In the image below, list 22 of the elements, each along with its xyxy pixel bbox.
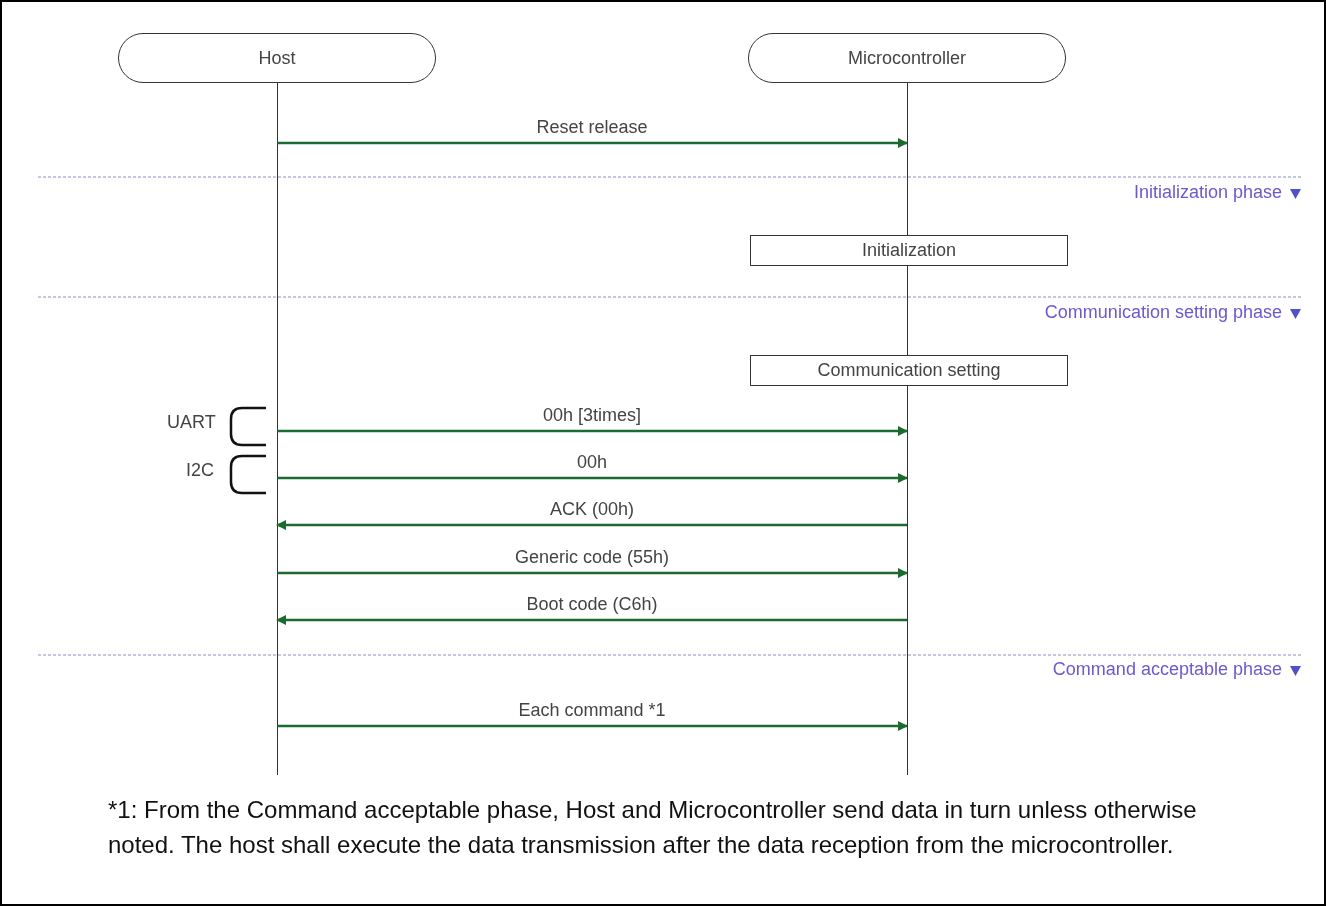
phase-label: Communication setting phase — [1044, 302, 1282, 323]
message-arrow — [277, 568, 908, 578]
message-label: Generic code (55h) — [514, 547, 670, 568]
protocol-label: I2C — [186, 460, 214, 481]
message-label: ACK (00h) — [550, 499, 634, 520]
protocol-label: UART — [167, 412, 216, 433]
phase-label: Initialization phase — [1133, 182, 1282, 203]
phase-label: Command acceptable phase — [1052, 659, 1282, 680]
message-label: Reset release — [536, 117, 648, 138]
participant-box: Microcontroller — [748, 33, 1066, 83]
message-label: Each command *1 — [518, 700, 666, 721]
message-arrow — [277, 473, 908, 483]
footnote: *1: From the Command acceptable phase, Host and Microcontroller send data in turn unless otherwise noted. The host shall execute the data transmission after the data reception from the microcontroller. — [108, 795, 1198, 860]
message-label: 00h — [577, 452, 607, 473]
message-arrow — [277, 426, 908, 436]
message-label: 00h [3times] — [542, 405, 642, 426]
participant-box: Host — [118, 33, 436, 83]
message-arrow — [277, 721, 908, 731]
message-arrow — [277, 138, 908, 148]
message-arrow — [276, 520, 907, 530]
message-label: Boot code (C6h) — [526, 594, 658, 615]
message-arrow — [276, 615, 907, 625]
